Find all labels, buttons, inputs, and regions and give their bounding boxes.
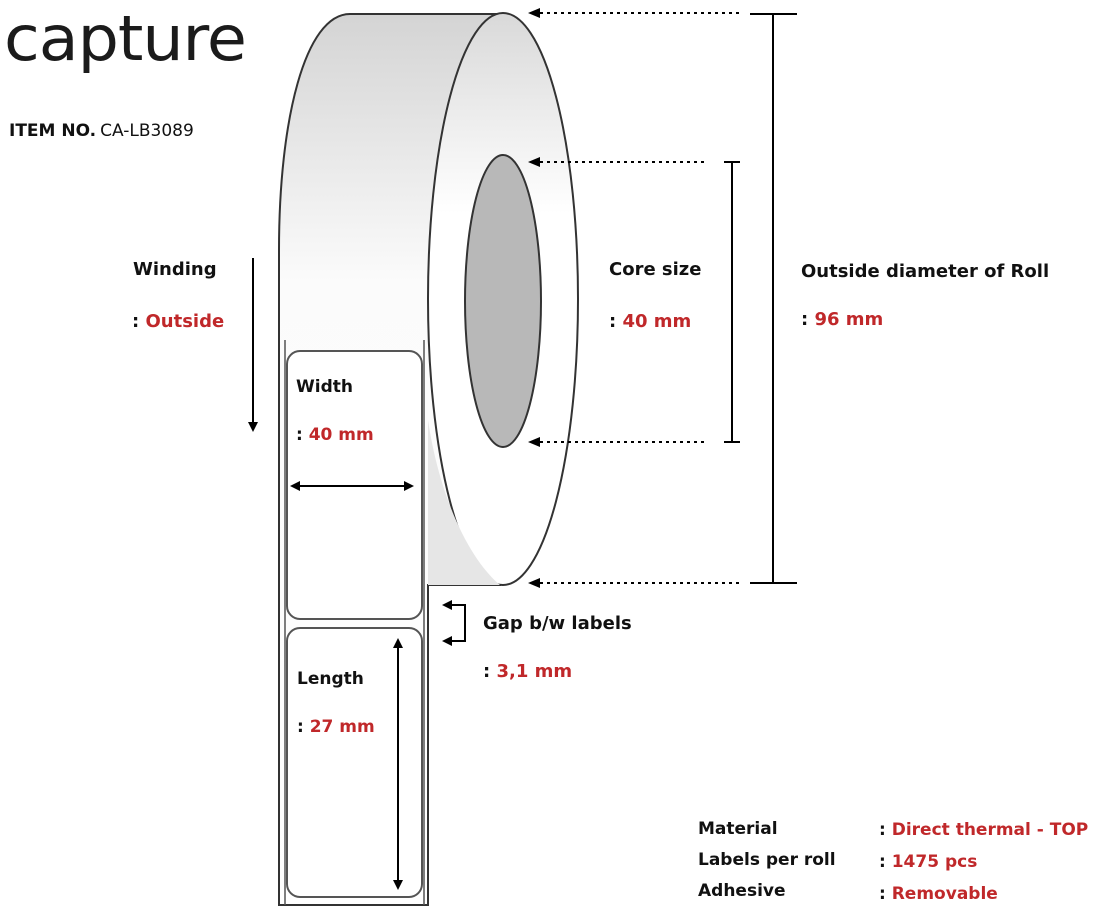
item-number: ITEM NO.CA-LB3089 — [9, 121, 194, 141]
winding-value: : Outside — [132, 311, 225, 332]
diameter-dimension-line — [750, 13, 797, 584]
gap-bracket — [446, 604, 466, 642]
label-shape-2 — [286, 627, 423, 898]
width-value: : 40 mm — [296, 425, 374, 445]
length-label: Length — [297, 669, 364, 689]
outside-diameter-label: Outside diameter of Roll — [801, 261, 1050, 282]
spec-labels-per-roll-label: Labels per roll — [698, 850, 836, 870]
item-number-label: ITEM NO. — [9, 121, 97, 141]
core-size-value: : 40 mm — [609, 311, 692, 332]
core-size-label: Core size — [609, 259, 702, 280]
outside-diameter-value: : 96 mm — [801, 309, 884, 330]
gap-value: : 3,1 mm — [483, 661, 573, 682]
outside-diameter-value-text: 96 mm — [814, 309, 884, 330]
spec-adhesive-value: : Removable — [879, 884, 998, 904]
gap-label: Gap b/w labels — [483, 613, 632, 634]
length-value: : 27 mm — [297, 717, 375, 737]
spec-material-value: : Direct thermal - TOP — [879, 820, 1089, 840]
core-dimension-line — [724, 161, 740, 443]
core-size-value-text: 40 mm — [622, 311, 692, 332]
winding-label: Winding — [133, 259, 217, 280]
item-number-value: CA-LB3089 — [100, 121, 194, 141]
capture-logo: capture — [4, 2, 247, 75]
winding-value-text: Outside — [145, 311, 225, 332]
length-value-text: 27 mm — [309, 717, 375, 737]
width-value-text: 40 mm — [308, 425, 374, 445]
spec-material-label: Material — [698, 819, 778, 839]
spec-adhesive-label: Adhesive — [698, 881, 786, 901]
gap-value-text: 3,1 mm — [496, 661, 573, 682]
width-label: Width — [296, 377, 353, 397]
spec-labels-per-roll-value: : 1475 pcs — [879, 852, 978, 872]
